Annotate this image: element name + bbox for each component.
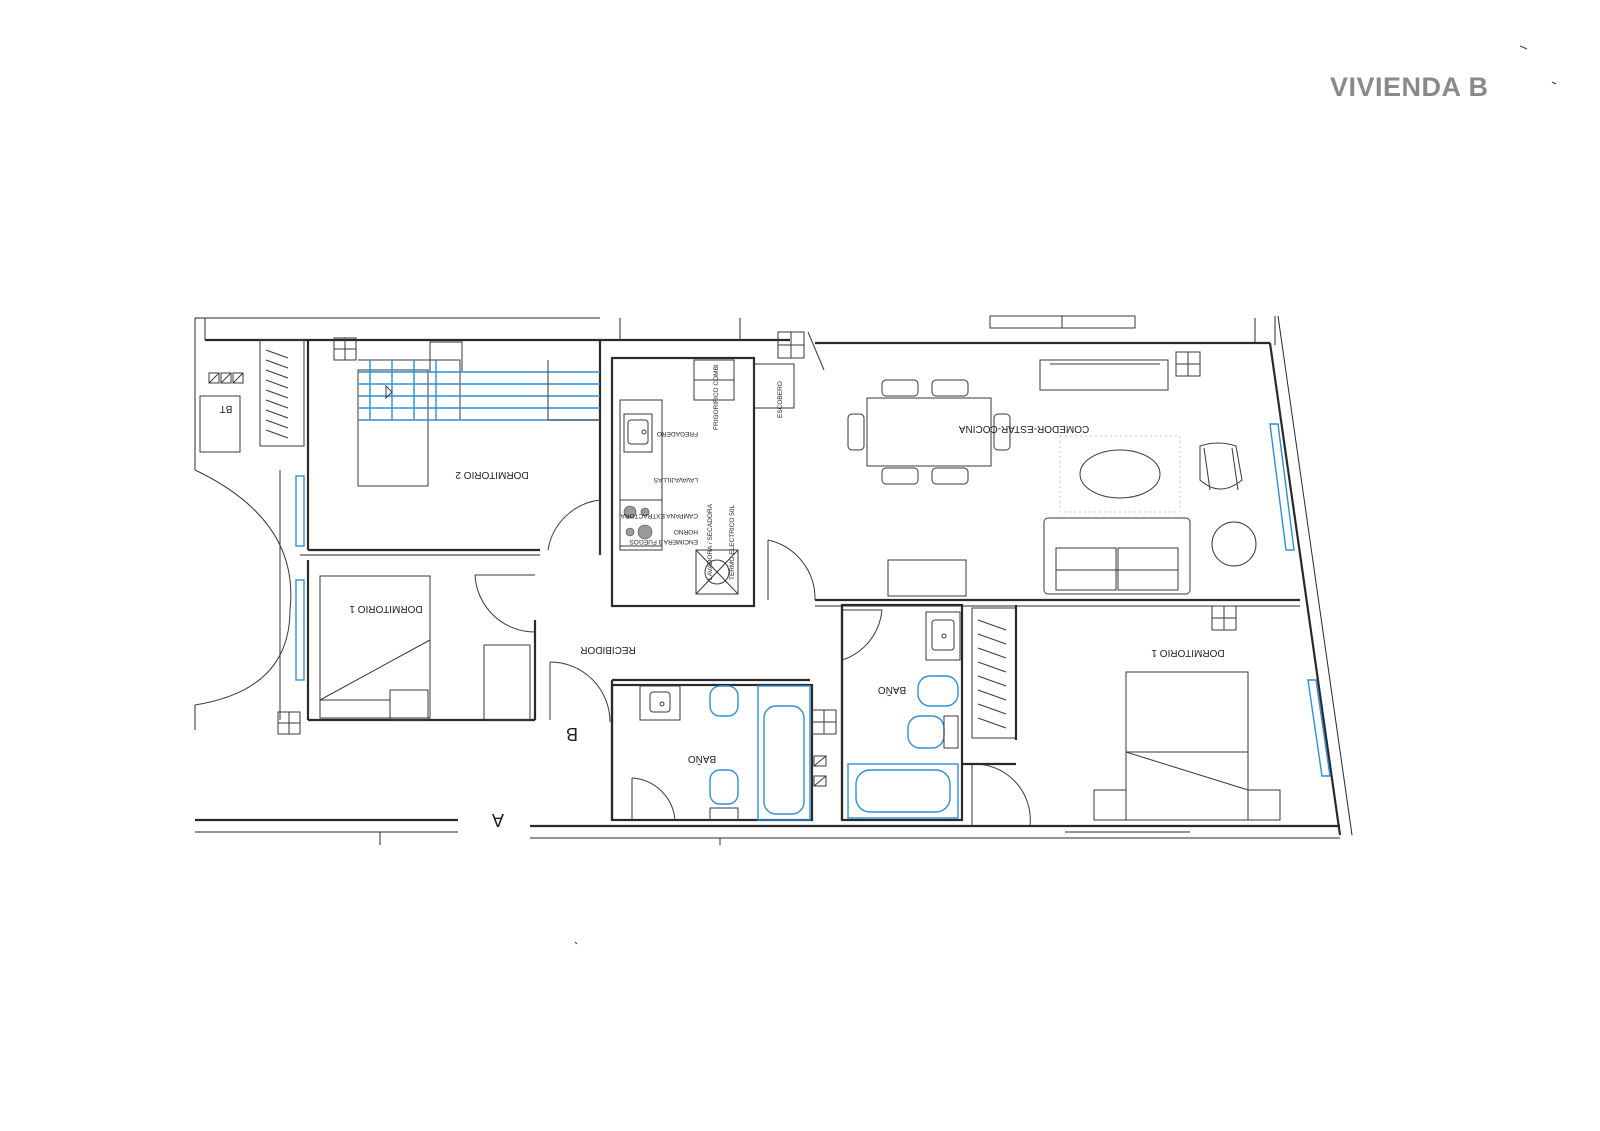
room-label-dormitorio-1-left: DORMITORIO 1 bbox=[349, 603, 423, 614]
room-label-bano-center: BAÑO bbox=[688, 753, 717, 766]
label-escobero: ESCOBERO bbox=[777, 381, 784, 418]
recibidor-area bbox=[549, 605, 883, 821]
dormitorio-2-area bbox=[259, 337, 602, 681]
bano-right-area bbox=[840, 603, 1031, 827]
bt-label: BT bbox=[220, 403, 233, 414]
label-frigorifico: FRIGORIFICO COMBI bbox=[713, 364, 720, 430]
room-label-recibidor: RECIBIDOR bbox=[580, 644, 636, 655]
label-horno: HORNO bbox=[674, 528, 698, 535]
left-exterior bbox=[194, 372, 292, 720]
room-label-comedor: COMEDOR-ESTAR-COCINA bbox=[958, 423, 1089, 434]
bano-center-area bbox=[610, 683, 837, 822]
label-termo: TERMO ELECTRICO 50L bbox=[729, 504, 736, 580]
label-lavadora: LAVADORA / SECADORA bbox=[707, 503, 714, 580]
label-fregadero: FREGADERO bbox=[657, 430, 698, 437]
exterior-walls bbox=[194, 315, 1353, 845]
page-title: VIVIENDA B bbox=[1330, 72, 1489, 102]
living-room-area bbox=[815, 315, 1300, 607]
dormitorio-1-right-area bbox=[1093, 605, 1331, 821]
section-marker-b: B bbox=[566, 724, 578, 744]
label-campana: CAMPANA EXTRACTORA bbox=[620, 512, 698, 519]
kitchen-block bbox=[610, 331, 825, 608]
dormitorio-1-left-area bbox=[277, 554, 540, 735]
room-label-dormitorio-1-right: DORMITORIO 1 bbox=[1151, 647, 1225, 658]
section-marker-a: A bbox=[492, 810, 504, 830]
room-label-bano-right: BAÑO bbox=[878, 684, 907, 697]
label-lavavajillas: LAVAVAJILLAS bbox=[653, 476, 698, 483]
label-encimera: ENCIMERA 3 FUEGOS bbox=[629, 538, 698, 545]
room-label-dormitorio-2: DORMITORIO 2 bbox=[455, 469, 529, 480]
